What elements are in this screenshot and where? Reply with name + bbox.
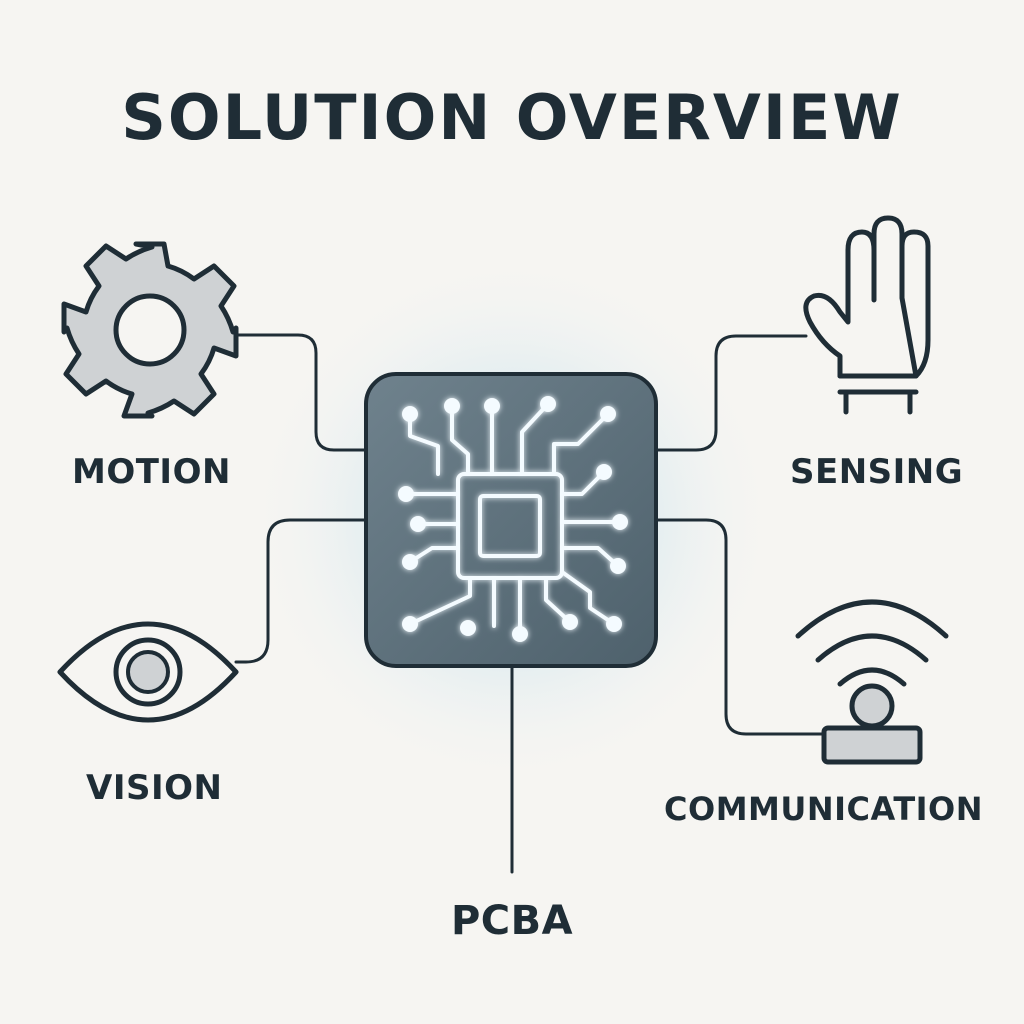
pcba-label: PCBA: [450, 898, 574, 944]
gear-icon: [61, 241, 239, 419]
connector-vision: [234, 518, 368, 664]
communication-label: COMMUNICATION: [664, 790, 984, 828]
wireless-signal-icon: [795, 599, 949, 765]
microchip-icon: [364, 372, 658, 668]
connector-sensing: [654, 334, 808, 452]
motion-label: MOTION: [72, 452, 231, 492]
vision-label: VISION: [86, 768, 223, 808]
eye-icon: [57, 621, 239, 723]
connector-lines: [234, 333, 826, 874]
hand-icon: [803, 215, 931, 415]
connector-communication: [654, 518, 826, 736]
page-title: SOLUTION OVERVIEW: [121, 81, 903, 154]
connector-motion: [236, 333, 368, 452]
sensing-label: SENSING: [790, 452, 964, 492]
